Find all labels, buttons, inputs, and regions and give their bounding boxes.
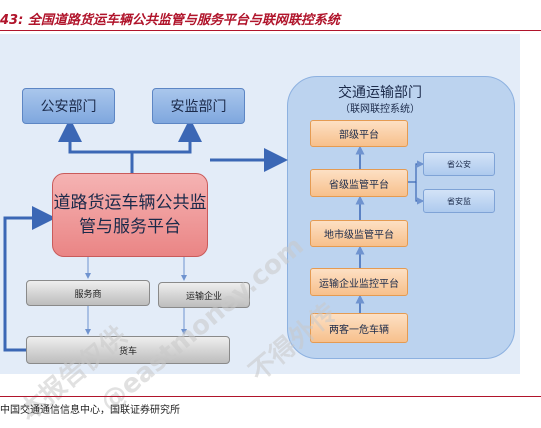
title-rule xyxy=(0,30,541,31)
figure-title: 43: 全国道路货运车辆公共监管与服务平台与联网联控系统 xyxy=(0,13,340,28)
service-provider-box: 服务商 xyxy=(26,280,150,306)
main-platform-box: 道路货运车辆公共监 管与服务平台 xyxy=(52,173,208,257)
ministry-platform-box: 部级平台 xyxy=(310,120,408,147)
arrow-to-safety xyxy=(132,118,202,154)
safety-supervision-box: 安监部门 xyxy=(152,88,245,124)
transport-dept-title: 交通运输部门 xyxy=(338,85,422,101)
arrow-layer xyxy=(3,118,425,352)
title-bar: 43: 全国道路货运车辆公共监管与服务平台与联网联控系统 xyxy=(0,0,541,30)
city-platform-box: 地市级监管平台 xyxy=(310,220,408,247)
transport-dept-subtitle: （联网联控系统） xyxy=(340,104,420,115)
truck-box: 货车 xyxy=(26,336,230,364)
vehicles-box: 两客一危车辆 xyxy=(310,313,408,343)
arrow-to-provincial-security xyxy=(408,160,425,183)
main-platform-line2: 管与服务平台 xyxy=(79,217,181,237)
public-security-box: 公安部门 xyxy=(22,88,115,124)
arrow-to-provincial-safety xyxy=(415,182,425,205)
arrow-to-public-security xyxy=(58,118,134,173)
enterprise-platform-box: 运输企业监控平台 xyxy=(310,268,408,296)
source-footer: 中国交通通信信息中心，国联证券研究所 xyxy=(0,405,180,416)
transport-enterprise-box: 运输企业 xyxy=(158,282,250,308)
main-platform-line1: 道路货运车辆公共监 xyxy=(53,193,207,213)
provincial-platform-box: 省级监管平台 xyxy=(310,169,408,197)
arrow-truck-loop xyxy=(3,206,56,352)
footer-rule xyxy=(0,396,541,397)
provincial-security-box: 省公安 xyxy=(423,152,495,176)
provincial-safety-box: 省安监 xyxy=(423,189,495,213)
